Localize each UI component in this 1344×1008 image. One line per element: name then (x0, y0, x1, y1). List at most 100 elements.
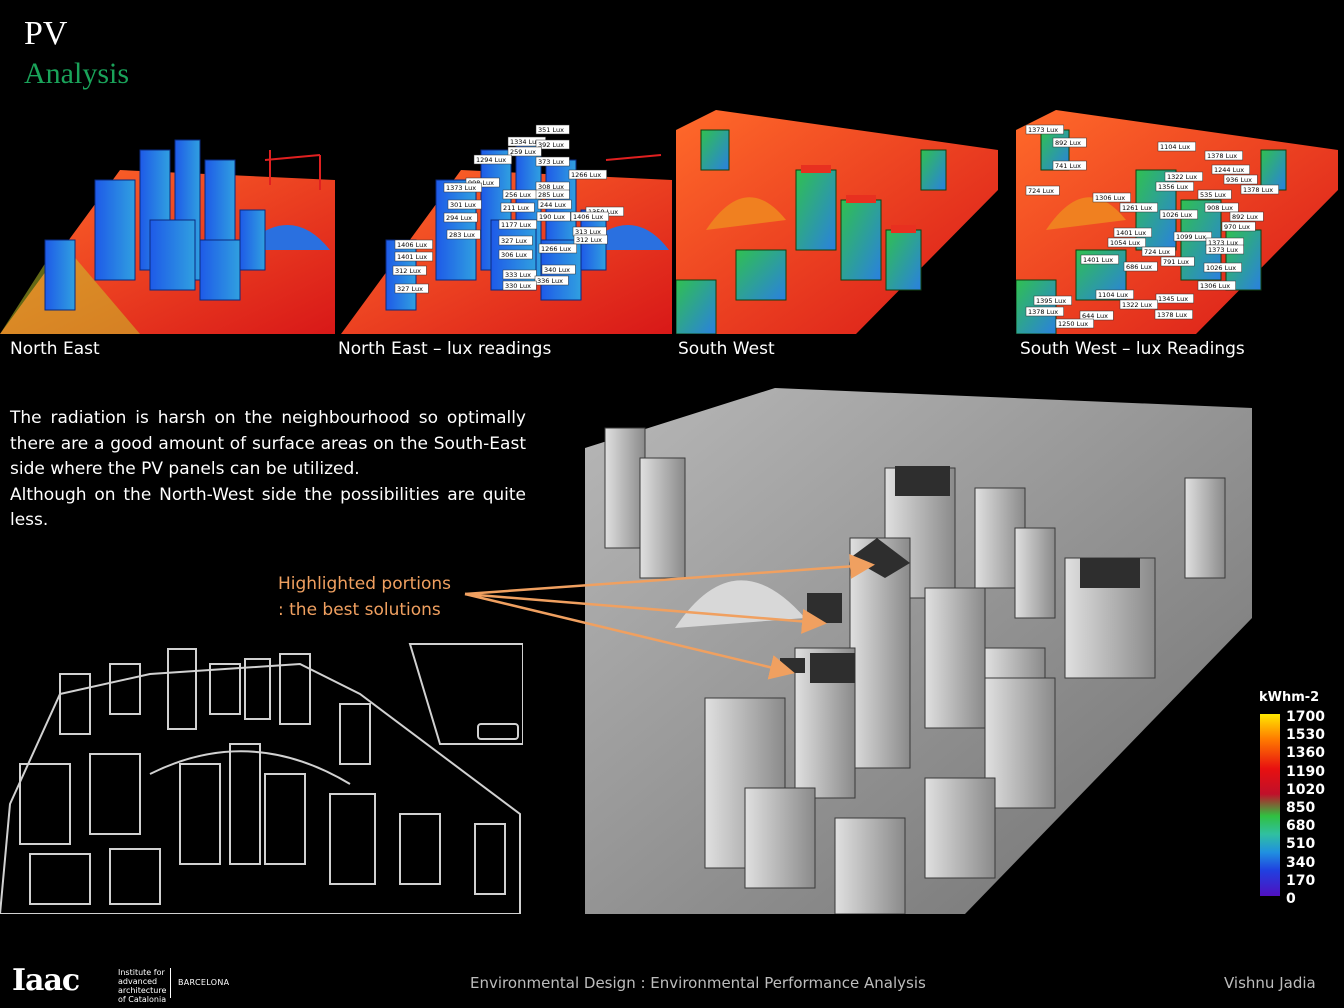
lux-label-box (537, 199, 572, 210)
lux-label-box (473, 154, 512, 165)
lux-label: 970 Lux (1224, 223, 1250, 231)
lux-label: 535 Lux (1200, 191, 1226, 199)
lux-label: 1250 Lux (1058, 320, 1088, 328)
lux-label-box (1155, 293, 1194, 304)
legend-value: 1190 (1286, 763, 1325, 780)
lux-label-box (1157, 141, 1196, 152)
slide-subtitle: Analysis (24, 57, 129, 90)
lux-label-box (443, 182, 482, 193)
lux-label: 892 Lux (1232, 213, 1258, 221)
arrow-to-tower-top (464, 553, 875, 596)
legend-value: 340 (1286, 854, 1316, 871)
lux-label: 392 Lux (538, 141, 564, 149)
legend-value: 510 (1286, 836, 1316, 853)
arrow-to-low-roof (464, 592, 795, 680)
institute-line: advanced (118, 977, 158, 986)
highlight-line-1: Highlighted portions (278, 574, 452, 594)
lux-label: 1054 Lux (1110, 239, 1140, 247)
lux-label-box (502, 280, 537, 291)
lux-label: 1266 Lux (571, 171, 601, 179)
lux-label-box (1197, 189, 1232, 200)
lux-label-box (1204, 150, 1243, 161)
lux-label-box (394, 283, 429, 294)
lux-label-box (535, 139, 570, 150)
lux-label-box (500, 202, 535, 213)
lux-label-box (446, 229, 481, 240)
lux-label: 1266 Lux (541, 245, 571, 253)
lux-label: 724 Lux (1028, 187, 1054, 195)
lux-label-box (1173, 231, 1212, 242)
lux-label-box (498, 235, 533, 246)
lux-label-box (1164, 171, 1203, 182)
lux-label-box (573, 234, 608, 245)
lux-label: 1378 Lux (1028, 308, 1058, 316)
lux-label: 351 Lux (538, 126, 564, 134)
lux-label-box (1229, 211, 1264, 222)
lux-label: 308 Lux (538, 183, 564, 191)
lux-label: 791 Lux (1163, 258, 1189, 266)
lux-label: 1406 Lux (573, 213, 603, 221)
lux-label: 306 Lux (501, 251, 527, 259)
lux-label-box (1095, 289, 1134, 300)
lux-label-box (1240, 184, 1279, 195)
lux-label: 686 Lux (1126, 263, 1152, 271)
lux-label: 741 Lux (1055, 162, 1081, 170)
legend-value: 1530 (1286, 727, 1325, 744)
lux-label: 1306 Lux (1095, 194, 1125, 202)
footer-author: Vishnu Jadia (1224, 974, 1316, 992)
lux-label: 908 Lux (1207, 204, 1233, 212)
institute-line: architecture (118, 986, 167, 995)
lux-label-box (568, 169, 607, 180)
legend-value: 1700 (1286, 709, 1325, 725)
lux-label: 333 Lux (505, 271, 531, 279)
highlight-annotation: Highlighted portions : the best solution… (278, 571, 451, 623)
lux-label-box (447, 199, 482, 210)
lux-label: 1322 Lux (1122, 301, 1152, 309)
lux-label-box (1025, 306, 1064, 317)
lux-label: 340 Lux (544, 266, 570, 274)
lux-label-box (1079, 310, 1114, 321)
lux-label: 1294 Lux (476, 156, 506, 164)
lux-label: 1378 Lux (1207, 152, 1237, 160)
iaac-institute-name: Institute for advanced architecture of C… (118, 968, 166, 1004)
north-east-render (0, 110, 335, 334)
lux-label: 936 Lux (1226, 176, 1252, 184)
legend-value: 0 (1286, 890, 1296, 907)
lux-label-box (1119, 299, 1158, 310)
lux-label: 1261 Lux (1122, 204, 1152, 212)
lux-label: 373 Lux (538, 158, 564, 166)
lux-label: 313 Lux (575, 228, 601, 236)
radiation-analysis-render (585, 388, 1252, 914)
lux-label-box (1204, 202, 1239, 213)
lux-label: 1406 Lux (397, 241, 427, 249)
institute-line: of Catalonia (118, 995, 167, 1004)
lux-label: 1401 Lux (1116, 229, 1146, 237)
legend-color-bar (1260, 714, 1280, 896)
lux-label: 1244 Lux (1214, 166, 1244, 174)
lux-label-box (394, 251, 433, 262)
logo-divider (170, 968, 171, 998)
lux-label: 1306 Lux (1200, 282, 1230, 290)
arrow-to-mid-roof (464, 592, 827, 634)
lux-label-box (498, 219, 537, 230)
lux-label-box (507, 146, 542, 157)
description-paragraph-2: Although on the North-West side the poss… (10, 484, 526, 531)
lux-label-box (538, 243, 577, 254)
lux-label-box (1123, 261, 1158, 272)
lux-label: 1026 Lux (1206, 264, 1236, 272)
lux-label: 327 Lux (501, 237, 527, 245)
lux-label: 330 Lux (505, 282, 531, 290)
slide-title: PV (24, 15, 68, 52)
lux-label: 1099 Lux (1176, 233, 1206, 241)
lux-label-box (1155, 181, 1194, 192)
lux-label: 1373 Lux (1028, 126, 1058, 134)
lux-label-box (535, 189, 570, 200)
lux-label: 283 Lux (449, 231, 475, 239)
lux-label: 190 Lux (539, 213, 565, 221)
lux-label-box (541, 264, 576, 275)
lux-label-box (1205, 244, 1244, 255)
